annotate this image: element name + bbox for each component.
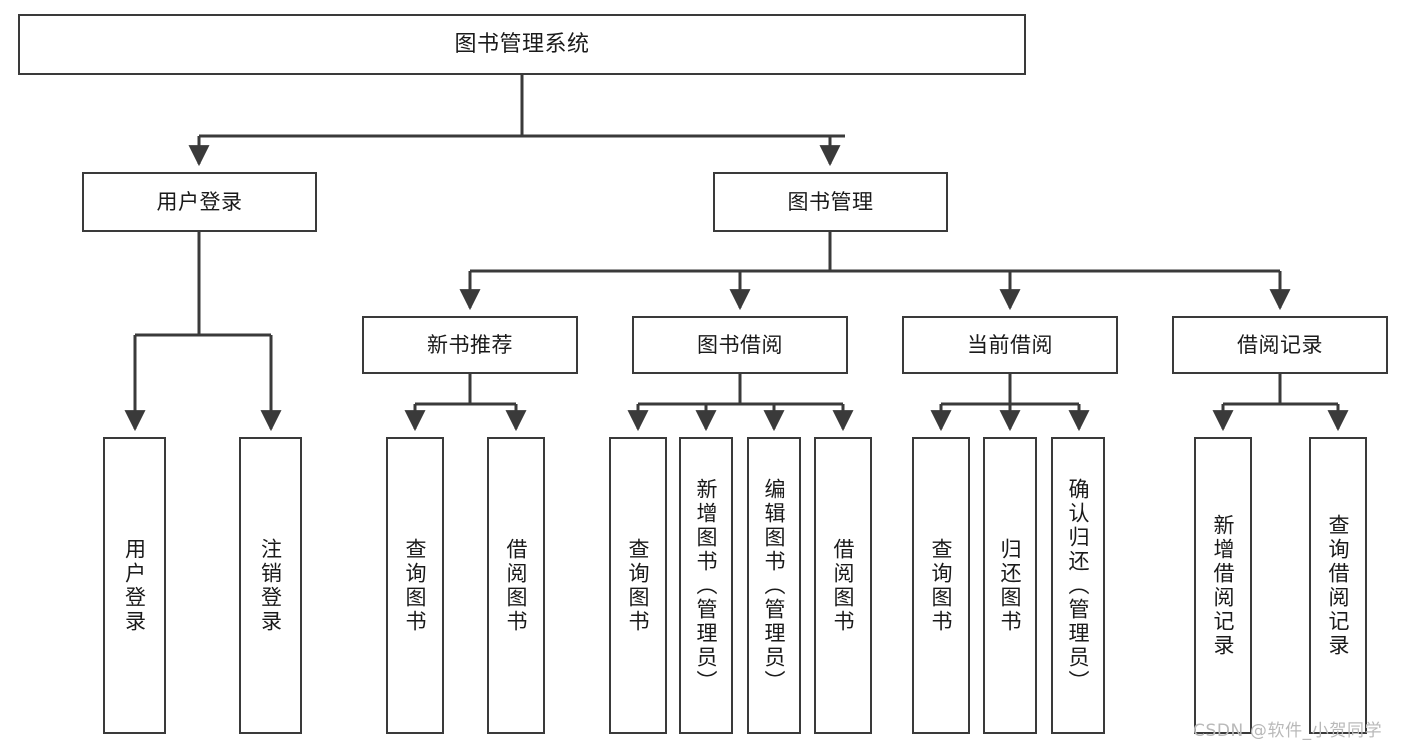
node-label: 查询图书: [403, 537, 428, 634]
node-leaf-borrow-edit-book[interactable]: 编辑图书（管理员）: [747, 437, 801, 734]
node-label: 编辑图书（管理员）: [762, 477, 787, 694]
node-label: 查询图书: [626, 537, 651, 634]
node-label: 新增借阅记录: [1211, 513, 1236, 658]
node-label: 新书推荐: [427, 332, 513, 357]
node-leaf-user-login-login[interactable]: 用户登录: [103, 437, 166, 734]
node-new-book-recommend[interactable]: 新书推荐: [362, 316, 578, 374]
node-leaf-record-add-record[interactable]: 新增借阅记录: [1194, 437, 1252, 734]
node-label: 确认归还（管理员）: [1066, 477, 1091, 694]
node-label: 图书管理: [787, 189, 874, 214]
node-label: 查询图书: [929, 537, 954, 634]
node-leaf-borrow-query-book[interactable]: 查询图书: [609, 437, 667, 734]
node-label: 借阅记录: [1237, 332, 1323, 357]
node-user-login[interactable]: 用户登录: [82, 172, 317, 232]
node-label: 图书借阅: [697, 332, 783, 357]
node-label: 归还图书: [998, 537, 1023, 634]
node-label: 借阅图书: [504, 537, 529, 634]
node-leaf-borrow-add-book[interactable]: 新增图书（管理员）: [679, 437, 733, 734]
node-leaf-new-book-query[interactable]: 查询图书: [386, 437, 444, 734]
node-root-book-management-system[interactable]: 图书管理系统: [18, 14, 1026, 75]
node-label: 新增图书（管理员）: [694, 477, 719, 694]
node-borrow-record[interactable]: 借阅记录: [1172, 316, 1388, 374]
node-leaf-new-book-borrow[interactable]: 借阅图书: [487, 437, 545, 734]
node-current-borrow[interactable]: 当前借阅: [902, 316, 1118, 374]
csdn-watermark: CSDN @软件_小贺同学: [1193, 721, 1383, 741]
node-label: 查询借阅记录: [1326, 513, 1351, 658]
node-leaf-current-confirm-return[interactable]: 确认归还（管理员）: [1051, 437, 1105, 734]
node-label: 当前借阅: [967, 332, 1053, 357]
node-leaf-user-login-logout[interactable]: 注销登录: [239, 437, 302, 734]
node-book-management[interactable]: 图书管理: [713, 172, 948, 232]
node-leaf-current-return-book[interactable]: 归还图书: [983, 437, 1037, 734]
node-label: 图书管理系统: [454, 31, 590, 57]
node-label: 注销登录: [258, 537, 283, 634]
node-leaf-current-query-book[interactable]: 查询图书: [912, 437, 970, 734]
node-book-borrow[interactable]: 图书借阅: [632, 316, 848, 374]
node-label: 借阅图书: [831, 537, 856, 634]
node-leaf-borrow-borrow-book[interactable]: 借阅图书: [814, 437, 872, 734]
node-leaf-record-query-record[interactable]: 查询借阅记录: [1309, 437, 1367, 734]
node-label: 用户登录: [156, 189, 243, 214]
node-label: 用户登录: [122, 537, 147, 634]
